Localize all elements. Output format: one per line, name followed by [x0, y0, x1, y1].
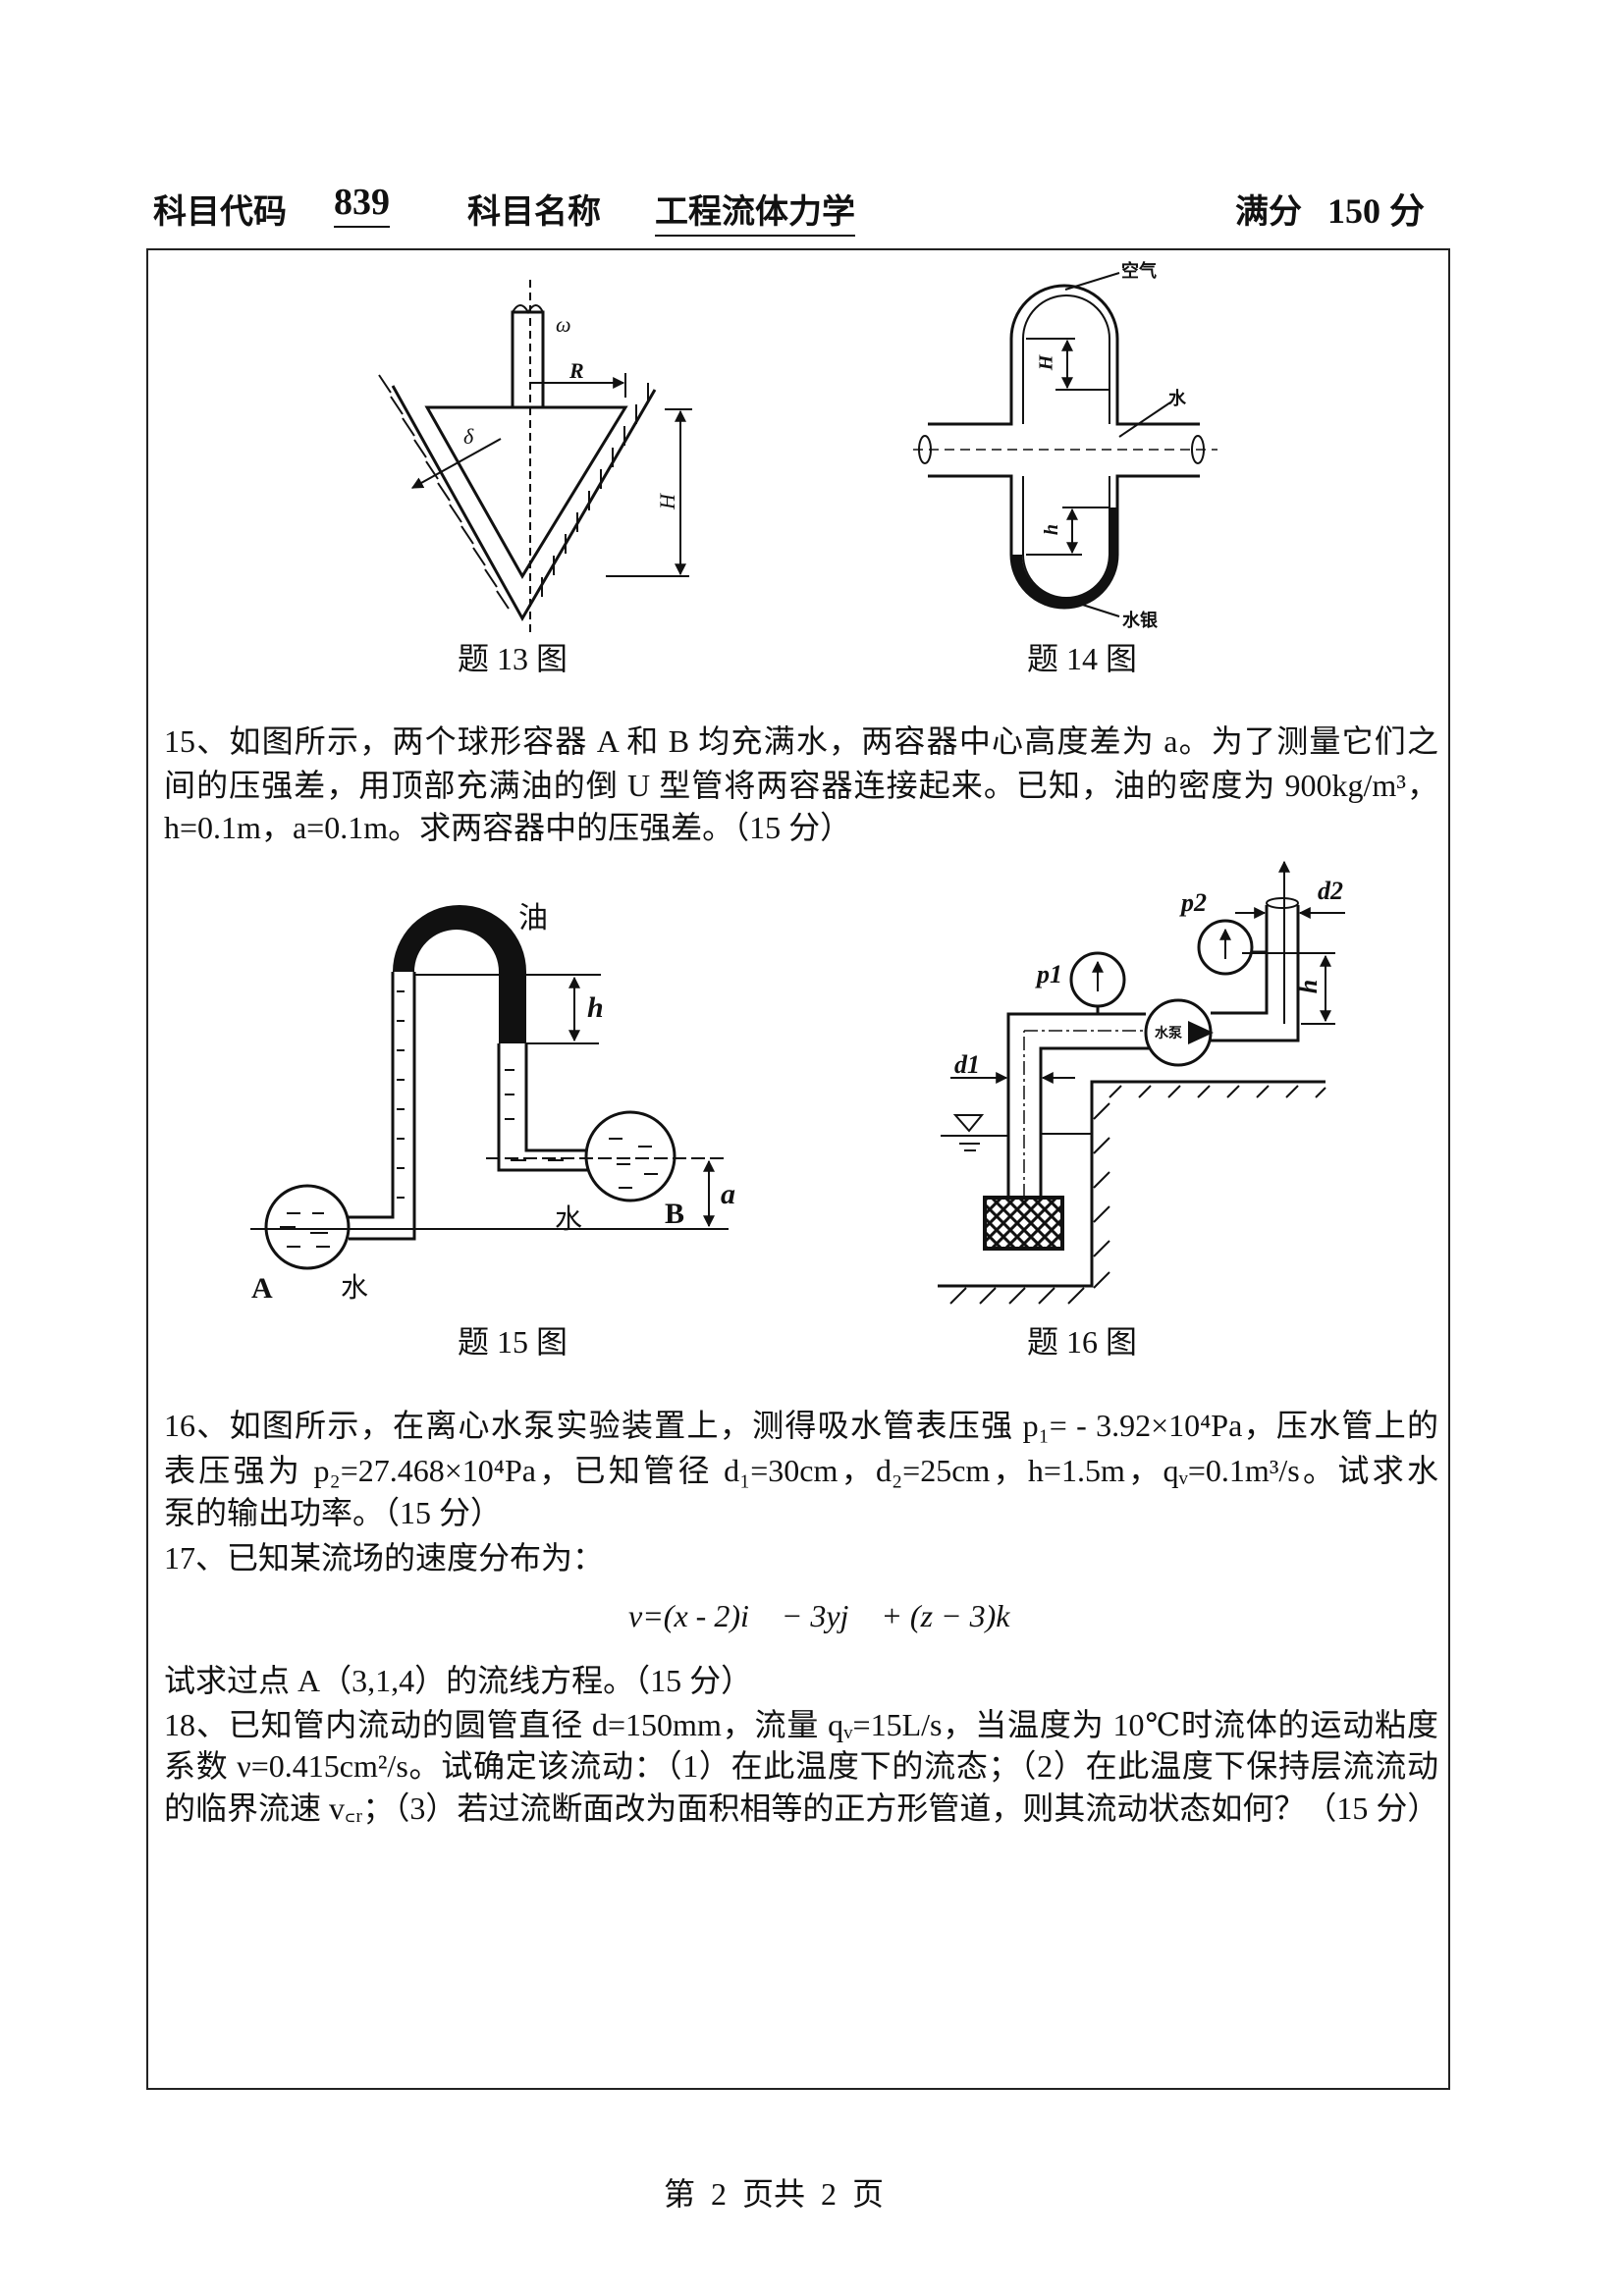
fig16-p1-label: p1: [1037, 960, 1062, 988]
subject-name: 工程流体力学: [655, 185, 855, 237]
page-footer: 第 2 页共 2 页: [664, 2176, 885, 2212]
wall-hatching: [378, 374, 649, 610]
fig16-caption: 题 16 图: [1027, 1324, 1138, 1360]
fig13-caption: 题 13 图: [458, 641, 568, 676]
q18-line-1: 18、已知管内流动的圆管直径 d=150mm，流量 qᵥ=15L/s，当温度为 …: [164, 1707, 1438, 1742]
fig15-a-container-label: A: [251, 1272, 273, 1305]
figure-16: [938, 860, 1345, 1305]
score-value: 150 分: [1327, 191, 1426, 231]
q15-line-2: 间的压强差，用顶部充满油的倒 U 型管将两容器连接起来。已知，油的密度为 900…: [164, 768, 1438, 803]
fig15-caption: 题 15 图: [458, 1324, 568, 1360]
fig16-d2-label: d2: [1318, 877, 1343, 905]
mercury: [1012, 507, 1118, 608]
subject-name-label: 科目名称: [467, 194, 601, 231]
q17-intro: 17、已知某流场的速度分布为：: [164, 1540, 605, 1575]
fig14-air-label: 空气: [1121, 261, 1157, 282]
figure-14: [913, 272, 1217, 617]
fig14-caption: 题 14 图: [1027, 641, 1138, 676]
fig14-h-lower-label: h: [1041, 523, 1063, 536]
fig16-d1-label: d1: [954, 1050, 980, 1079]
figure-15: [250, 905, 729, 1270]
q16-line-1: 16、如图所示，在离心水泵实验装置上，测得吸水管表压强 p₁= - 3.92×1…: [164, 1408, 1438, 1443]
right-tube: [497, 1043, 591, 1172]
fig14-water-label: 水: [1168, 389, 1186, 409]
q17-velocity-formula: v=(x - 2)i⃗ − 3yj⃗ + (z − 3)k⃗: [628, 1598, 1035, 1633]
subject-code-label: 科目代码: [153, 194, 287, 231]
fig14-mercury-label: 水银: [1122, 611, 1158, 631]
q16-line-2: 表压强为 p₂=27.468×10⁴Pa，已知管径 d₁=30cm，d₂=25c…: [164, 1453, 1438, 1488]
subject-code: 839: [334, 181, 390, 228]
q18-line-2: 系数 ν=0.415cm²/s。试确定该流动：（1）在此温度下的流态；（2）在此…: [164, 1748, 1438, 1784]
lower-u-tube: [928, 474, 1200, 610]
suction-pipe: [1006, 1012, 1146, 1198]
fig15-water-a-label: 水: [341, 1271, 369, 1304]
fig13-r-label: R: [569, 358, 584, 383]
conical-wall: [391, 385, 657, 622]
fig13-h-label: H: [654, 494, 679, 509]
q16-line-3: 泵的输出功率。（15 分）: [164, 1495, 503, 1530]
q15-line-1: 15、如图所示，两个球形容器 A 和 B 均充满水，两容器中心高度差为 a。为了…: [164, 723, 1438, 759]
left-tube: [349, 972, 395, 1219]
delta-dimension: [410, 438, 502, 489]
fig15-b-label: B: [665, 1198, 685, 1230]
fig14-h-upper-label: H: [1035, 354, 1057, 371]
q15-line-3: h=0.1m，a=0.1m。求两容器中的压强差。（15 分）: [164, 810, 852, 845]
fig16-pump-label: 水泵: [1155, 1026, 1182, 1041]
shaft: [511, 310, 545, 409]
fig15-water-b-label: 水: [555, 1202, 583, 1235]
container-a: [264, 1184, 351, 1270]
q17-question: 试求过点 A（3,1,4）的流线方程。（15 分）: [164, 1663, 753, 1698]
fig15-h-label: h: [587, 991, 604, 1024]
fig16-h-label: h: [1294, 979, 1324, 994]
strainer: [983, 1196, 1064, 1251]
fig13-omega-label: ω: [556, 312, 571, 337]
container-b: [584, 1110, 676, 1202]
content-frame: [146, 248, 1450, 2090]
fig16-p2-label: p2: [1181, 888, 1207, 917]
q18-line-3: 的临界流速 v꜀ᵣ；（3）若过流断面改为面积相等的正方形管道，则其流动状态如何？…: [164, 1790, 1439, 1826]
figure-13: [378, 280, 692, 636]
oil: [393, 905, 526, 1043]
upper-u-tube: [928, 284, 1200, 426]
score-label: 满分: [1235, 194, 1302, 231]
fig15-a-label: a: [721, 1178, 735, 1210]
discharge-pipe: [1211, 905, 1269, 1015]
fig13-delta-label: δ: [463, 424, 474, 449]
fig15-oil-label: 油: [518, 901, 548, 935]
ground: [938, 1080, 1325, 1288]
